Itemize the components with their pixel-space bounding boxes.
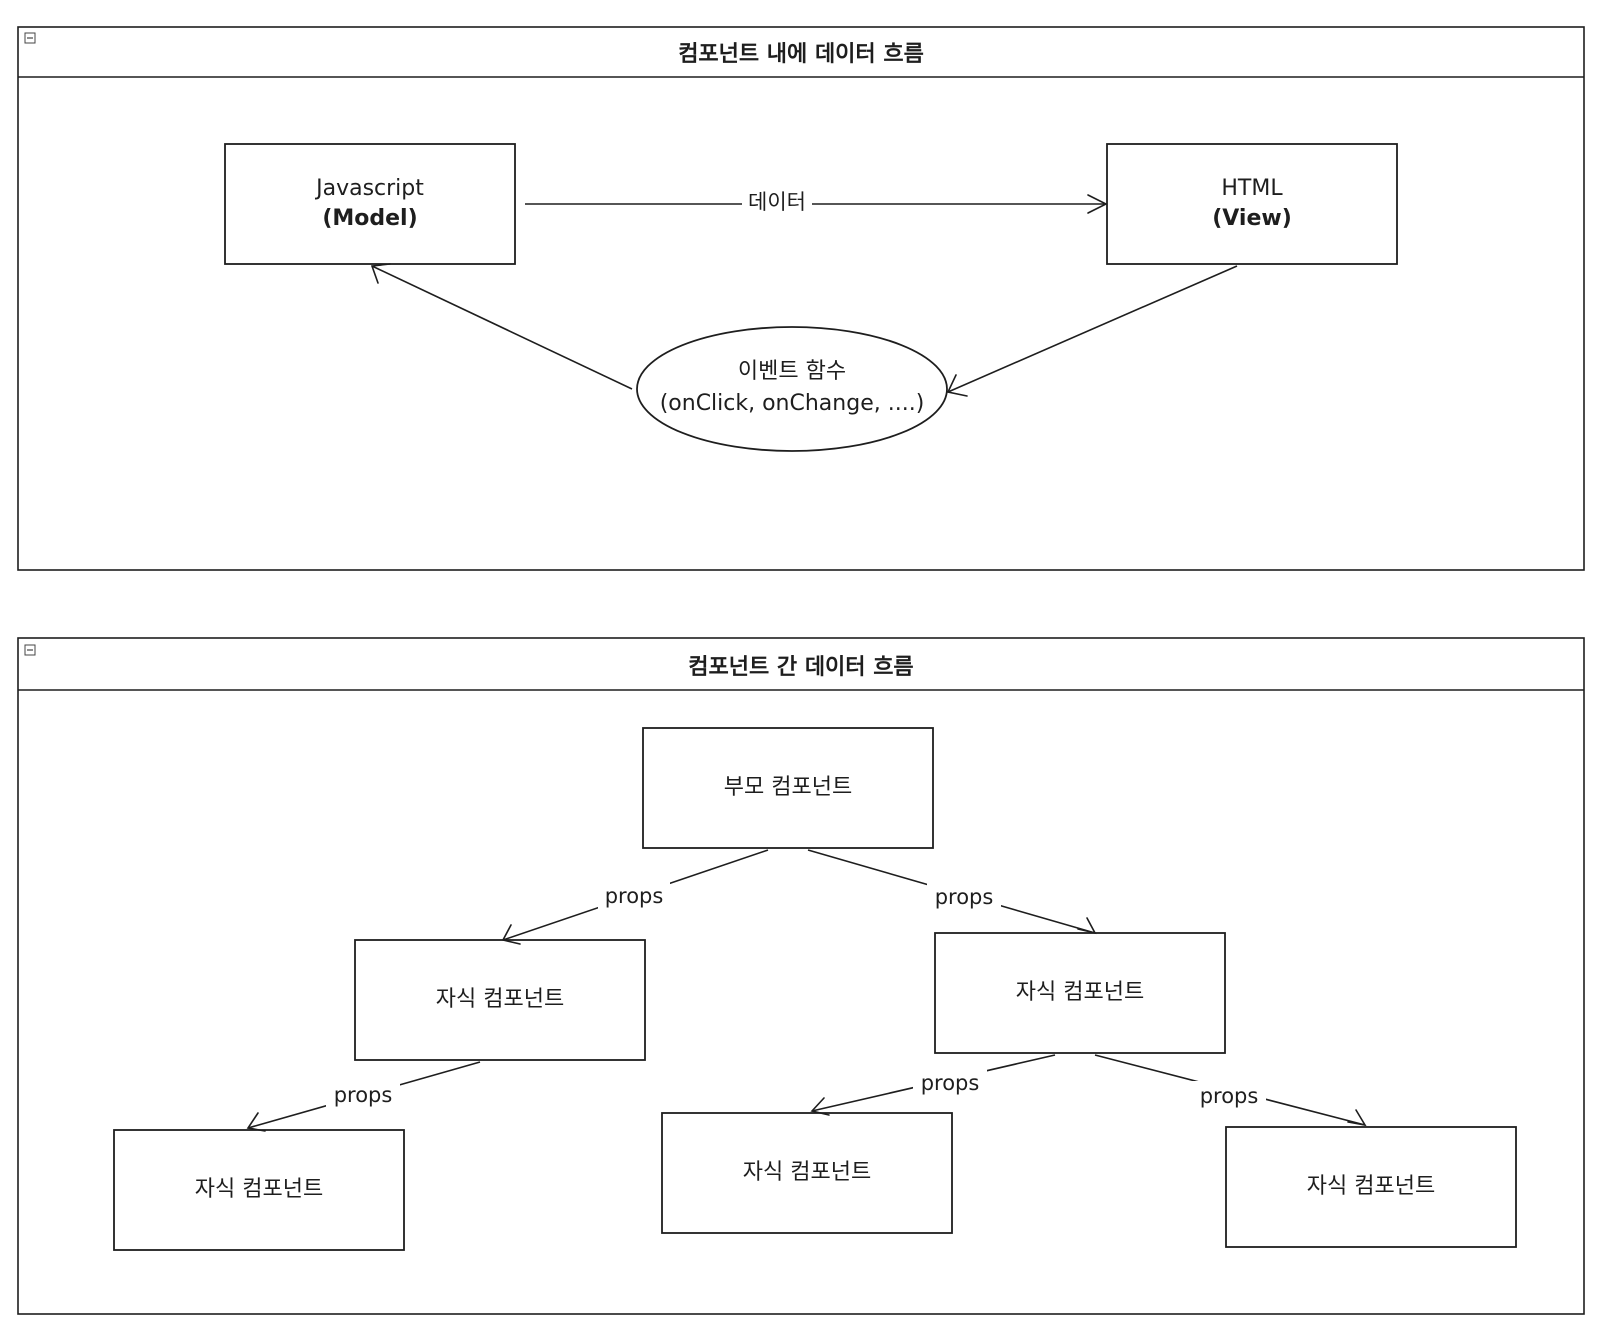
edge-props-child-left-to-grandchild-left[interactable]: props (246, 1061, 481, 1132)
node-child-component-right[interactable]: 자식 컴포넌트 (934, 932, 1226, 1054)
frame-border (17, 26, 1585, 571)
node-label: 자식 컴포넌트 (743, 1160, 871, 1185)
edge-props-child-right-to-grandchild-right[interactable]: props (1094, 1054, 1367, 1127)
edge-event-to-javascript[interactable] (370, 263, 633, 390)
node-label-line1: 이벤트 함수 (738, 359, 846, 384)
frame-title: 컴포넌트 내에 데이터 흐름 (678, 42, 924, 67)
node-label: 자식 컴포넌트 (1307, 1174, 1435, 1199)
edge-label: props (935, 885, 994, 909)
node-label-line1: HTML (1221, 176, 1283, 201)
node-parent-component[interactable]: 부모 컴포넌트 (642, 727, 934, 849)
frame-border (17, 637, 1585, 1315)
node-label-line2: (Model) (322, 206, 417, 231)
node-html-view[interactable]: HTML (View) (1106, 143, 1398, 265)
node-label: 자식 컴포넌트 (195, 1177, 323, 1202)
frame-component-internal-flow: 컴포넌트 내에 데이터 흐름 Javascript (Model) HTML (… (17, 26, 1585, 571)
node-label-line1: Javascript (314, 176, 424, 201)
collapse-toggle-icon[interactable] (24, 32, 36, 44)
edge-label: props (334, 1083, 393, 1107)
edge-props-child-right-to-grandchild-middle[interactable]: props (810, 1054, 1056, 1116)
edge-html-to-event[interactable] (946, 265, 1238, 397)
node-label: 자식 컴포넌트 (436, 987, 564, 1012)
node-grandchild-component-middle[interactable]: 자식 컴포넌트 (661, 1112, 953, 1234)
edge-label: props (1200, 1084, 1259, 1108)
node-grandchild-component-left[interactable]: 자식 컴포넌트 (113, 1129, 405, 1251)
edge-props-parent-to-child-left[interactable]: props (501, 849, 769, 945)
collapse-toggle-icon[interactable] (24, 644, 36, 656)
edge-label: props (921, 1071, 980, 1095)
node-child-component-left[interactable]: 자식 컴포넌트 (354, 939, 646, 1061)
node-label-line2: (View) (1212, 206, 1292, 231)
edge-label: props (605, 884, 664, 908)
node-event-function[interactable]: 이벤트 함수 (onClick, onChange, ....) (636, 326, 948, 452)
node-javascript-model[interactable]: Javascript (Model) (224, 143, 516, 265)
node-label: 부모 컴포넌트 (724, 775, 852, 800)
node-label-line2: (onClick, onChange, ....) (660, 391, 925, 416)
edge-props-parent-to-child-right[interactable]: props (807, 849, 1097, 935)
node-label: 자식 컴포넌트 (1016, 980, 1144, 1005)
frame-component-to-component-flow: 컴포넌트 간 데이터 흐름 부모 컴포넌트 자식 컴포넌트 자식 컴포넌트 자식… (17, 637, 1585, 1315)
frame-title: 컴포넌트 간 데이터 흐름 (688, 655, 913, 680)
edge-label: 데이터 (748, 190, 806, 214)
node-grandchild-component-right[interactable]: 자식 컴포넌트 (1225, 1126, 1517, 1248)
edge-data-js-to-html[interactable]: 데이터 (525, 190, 1108, 216)
